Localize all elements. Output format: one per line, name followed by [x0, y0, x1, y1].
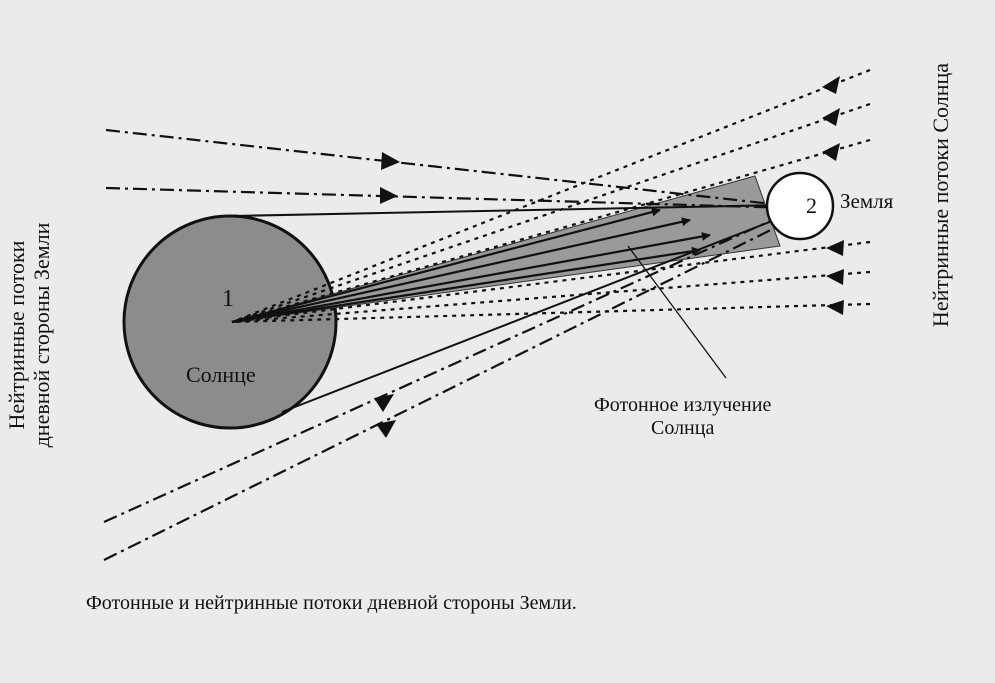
photon-label-leader — [627, 245, 727, 379]
dayside-label-line2: дневной стороны Земли — [29, 222, 55, 448]
sun-neutrino-arrowheads — [822, 76, 844, 315]
dayside-neutrino-rays — [103, 128, 796, 561]
sun-circle — [122, 214, 338, 430]
earth-number: 2 — [806, 193, 817, 218]
sun-neutrino-rays — [231, 68, 871, 324]
dayside-neutrino-arrowheads — [374, 152, 400, 438]
dayside-label-line1: Нейтринные потоки — [4, 240, 29, 430]
photon-label-line2: Солнца — [651, 417, 715, 439]
sun-number: 1 — [222, 286, 234, 312]
sun-label: Солнце — [186, 362, 256, 387]
sun-tangent-top — [231, 204, 786, 217]
dayside-neutrino-label: Нейтринные потоки дневной стороны Земли — [4, 200, 55, 470]
sun-neutrino-label: Нейтринные потоки Солнца — [928, 62, 953, 328]
photon-rays — [231, 207, 711, 324]
earth-label: Земля — [840, 189, 894, 213]
figure-caption: Фотонные и нейтринные потоки дневной сто… — [86, 592, 577, 614]
photon-radiation-label: Фотонное излучение Солнца — [594, 394, 771, 440]
photon-label-line1: Фотонное излучение — [594, 394, 772, 416]
earth-circle — [765, 171, 835, 241]
